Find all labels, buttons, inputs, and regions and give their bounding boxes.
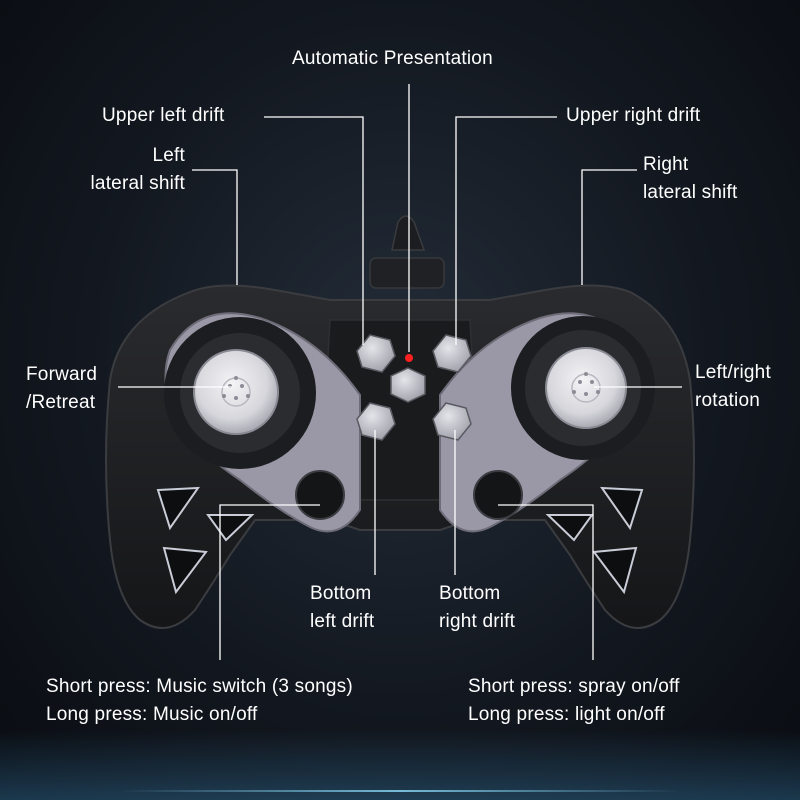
label-upper-left-drift: Upper left drift [102,105,225,126]
bottom-left-drift-button[interactable] [356,402,396,441]
leader-lines [118,84,682,660]
label-line: Left/right [695,362,771,383]
bottom-right-drift-button[interactable] [432,402,472,441]
label-left-lateral-shift: Left lateral shift [72,142,185,198]
label-line: lateral shift [90,173,185,194]
label-bottom-left-drift: Bottom left drift [310,580,374,636]
right-joystick[interactable] [545,347,627,429]
label-line: rotation [695,390,760,411]
label-left-right-rotation: Left/right rotation [695,359,771,415]
label-line: Bottom [310,583,372,604]
label-upper-right-drift: Upper right drift [566,105,701,126]
label-line: /Retreat [26,392,96,413]
label-line: Long press: light on/off [468,704,665,725]
spray-button[interactable] [473,470,523,520]
label-line: Forward [26,364,98,385]
music-button[interactable] [295,470,345,520]
upper-left-drift-button[interactable] [356,334,396,373]
label-line: right drift [439,611,516,632]
label-line: Short press: Music switch (3 songs) [46,676,353,697]
label-line: Bottom [439,583,501,604]
label-bottom-right-drift: Bottom right drift [439,580,515,636]
glow-line [120,790,680,792]
label-automatic-presentation: Automatic Presentation [292,48,493,69]
label-line: lateral shift [643,182,738,203]
label-right-lateral-shift: Right lateral shift [643,151,737,207]
power-indicator-led [405,354,413,362]
label-line: Left [152,145,185,166]
label-spray-light-controls: Short press: spray on/off Long press: li… [468,673,680,729]
label-line: left drift [310,611,375,632]
antenna [369,215,445,289]
label-music-controls: Short press: Music switch (3 songs) Long… [46,673,353,729]
upper-right-drift-button[interactable] [432,334,472,373]
label-line: Right [643,154,689,175]
label-line: Long press: Music on/off [46,704,258,725]
left-joystick[interactable] [193,349,279,435]
bottom-glow [0,730,800,800]
label-line: Short press: spray on/off [468,676,680,697]
label-forward-retreat: Forward /Retreat [26,361,97,417]
automatic-presentation-button[interactable] [390,367,426,403]
